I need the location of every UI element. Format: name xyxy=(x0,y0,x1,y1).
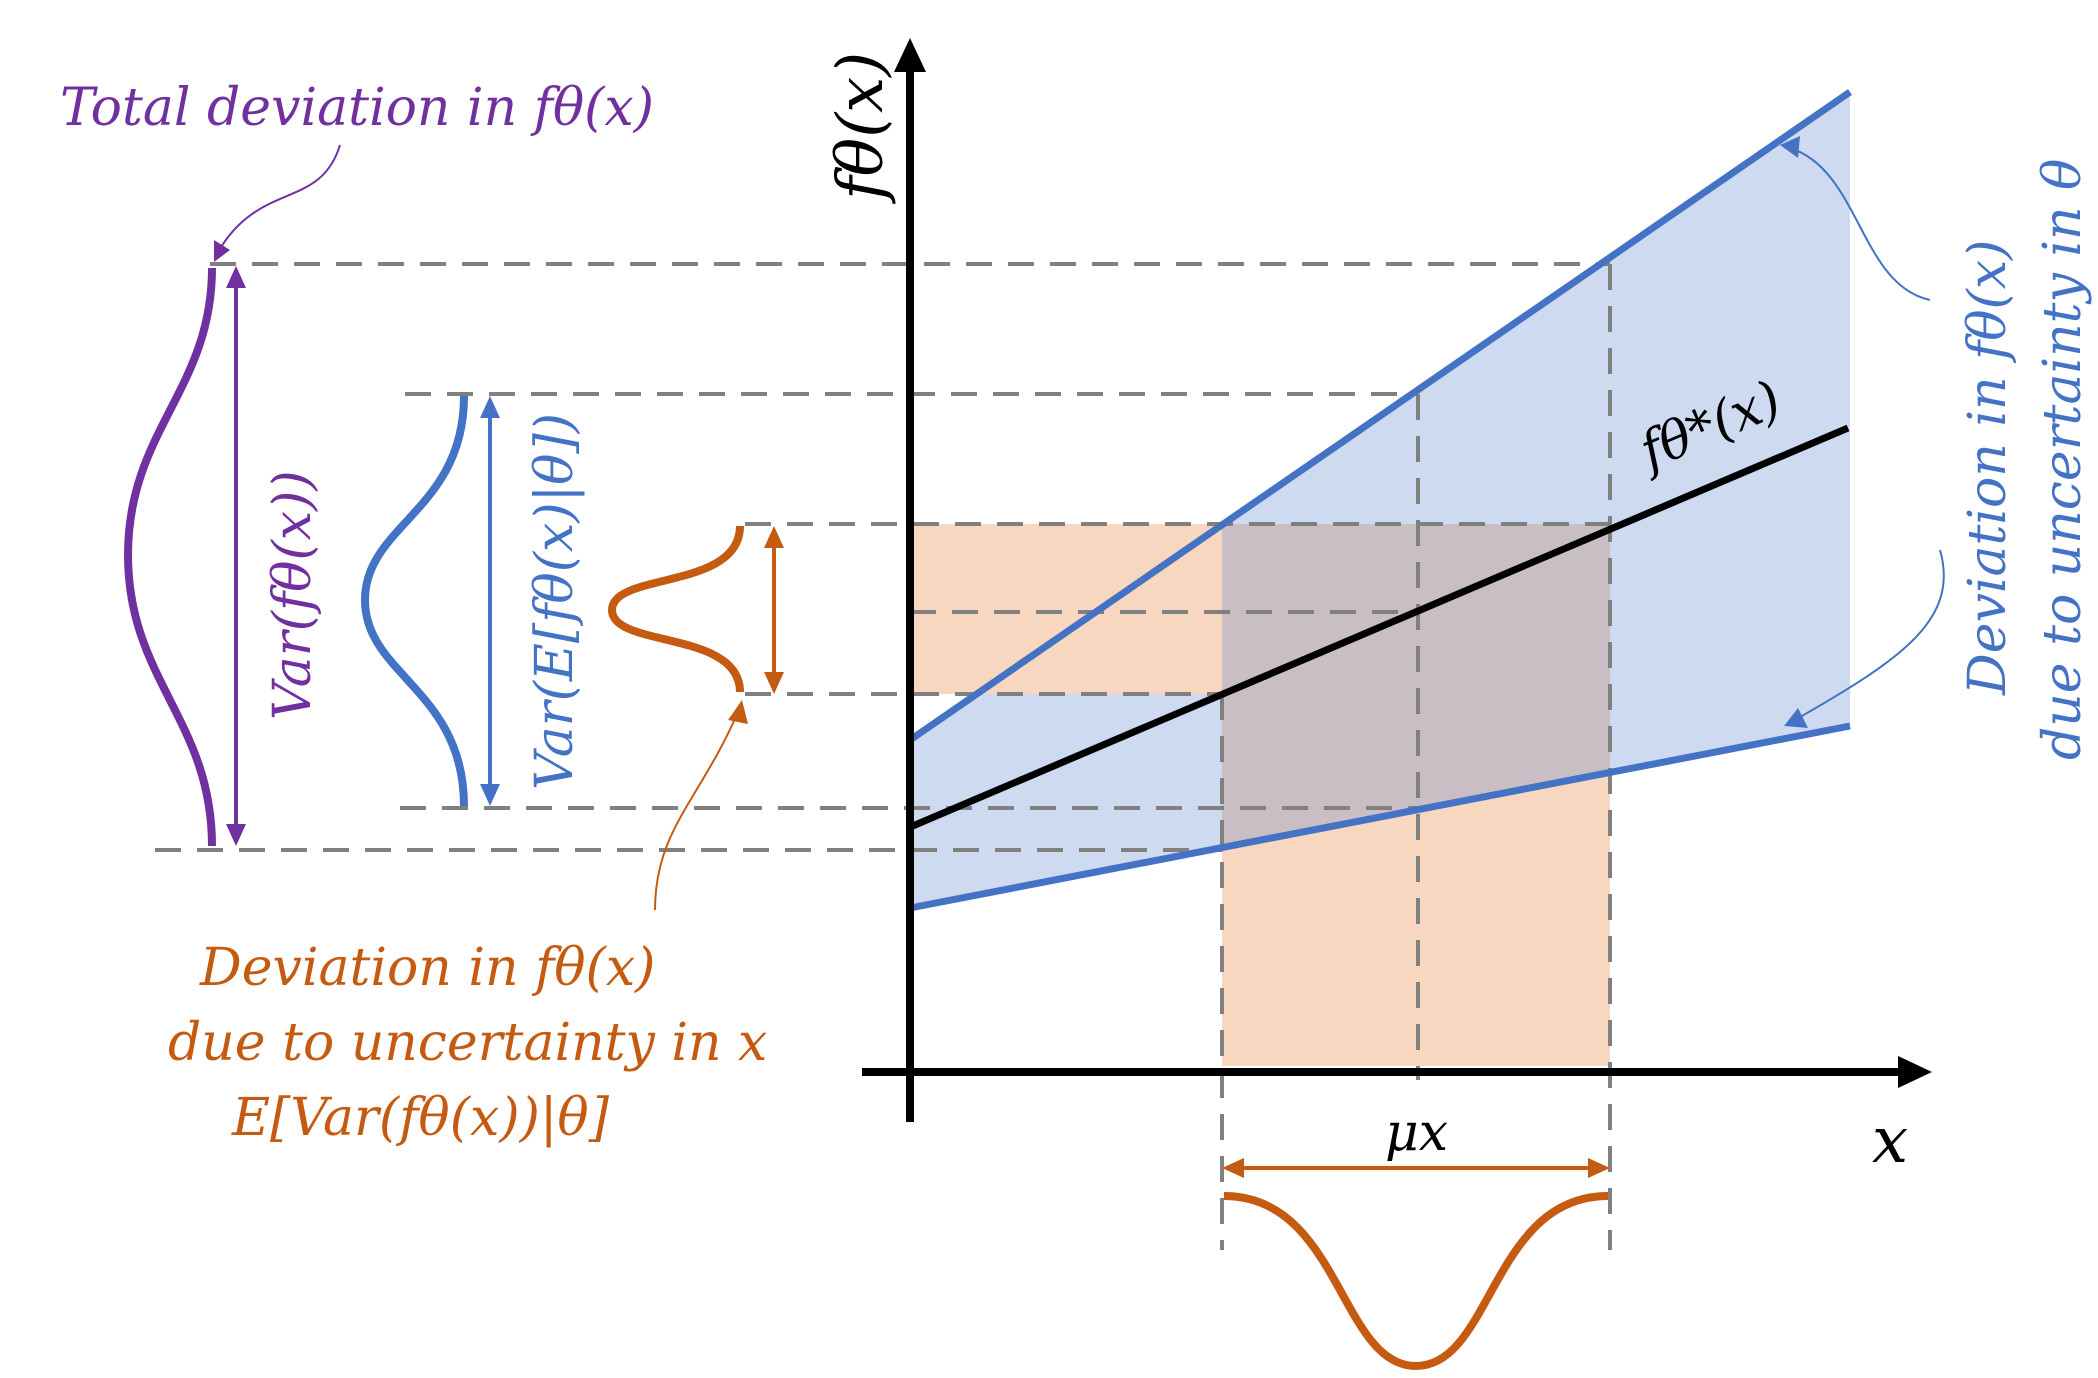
expected-variance-curve xyxy=(360,395,468,807)
overlap-region xyxy=(1222,524,1610,848)
x-range-arrowhead-right xyxy=(1588,1158,1610,1178)
total-variance-arrowhead-bottom xyxy=(226,824,246,846)
total-variance-label: Var(fθ(x)) xyxy=(263,470,323,720)
x-range-arrowhead-left xyxy=(1222,1158,1244,1178)
nominal-line xyxy=(906,424,1850,832)
total-annotation-arrow xyxy=(217,144,341,253)
total-distribution-curve xyxy=(123,267,216,847)
x-input-distribution-curve xyxy=(1223,1192,1609,1371)
x-dev-annotation-arrow xyxy=(654,711,739,911)
x-dev-annotation-arrowhead xyxy=(728,700,748,724)
x-deviation-curve-vertical xyxy=(607,525,744,693)
upper-bound-line xyxy=(908,89,1852,743)
theta-dev-annotation-arrow-top xyxy=(1789,147,1931,301)
x-deviation-label-line1: Deviation in fθ(x) xyxy=(199,938,655,998)
theta-dev-annotation-arrowhead-top xyxy=(1780,136,1800,158)
theta-uncertainty-band xyxy=(910,92,1850,908)
lower-bound-line xyxy=(909,722,1851,912)
x-deviation-arrowhead-top xyxy=(764,526,784,548)
total-variance-arrowhead-top xyxy=(226,266,246,288)
y-axis-arrowhead xyxy=(894,38,926,72)
expected-variance-label: Var(E[fθ(x)|θ]) xyxy=(525,413,585,790)
theta-dev-annotation-arrow-bottom xyxy=(1794,549,1945,721)
x-axis-arrowhead xyxy=(1898,1056,1932,1088)
theta-deviation-label-line1: Deviation in fθ(x) xyxy=(1958,240,2018,696)
expected-variance-arrowhead-bottom xyxy=(480,784,500,806)
x-axis-label: x xyxy=(1872,1104,1908,1178)
mu-label: μx xyxy=(1385,1103,1448,1163)
expected-variance-arrowhead-top xyxy=(480,396,500,418)
total-deviation-label: Total deviation in fθ(x) xyxy=(60,78,654,138)
theta-deviation-label-line2: due to uncertainty in θ xyxy=(2033,159,2093,760)
total-annotation-arrowhead xyxy=(214,240,230,262)
x-deviation-arrowhead-bottom xyxy=(764,672,784,694)
x-deviation-label-line2: due to uncertainty in x xyxy=(168,1013,767,1073)
theta-dev-annotation-arrowhead-bottom xyxy=(1784,708,1808,728)
y-axis-label: fθ(x) xyxy=(824,52,898,204)
x-deviation-label-line3: E[Var(fθ(x))|θ] xyxy=(231,1088,610,1148)
